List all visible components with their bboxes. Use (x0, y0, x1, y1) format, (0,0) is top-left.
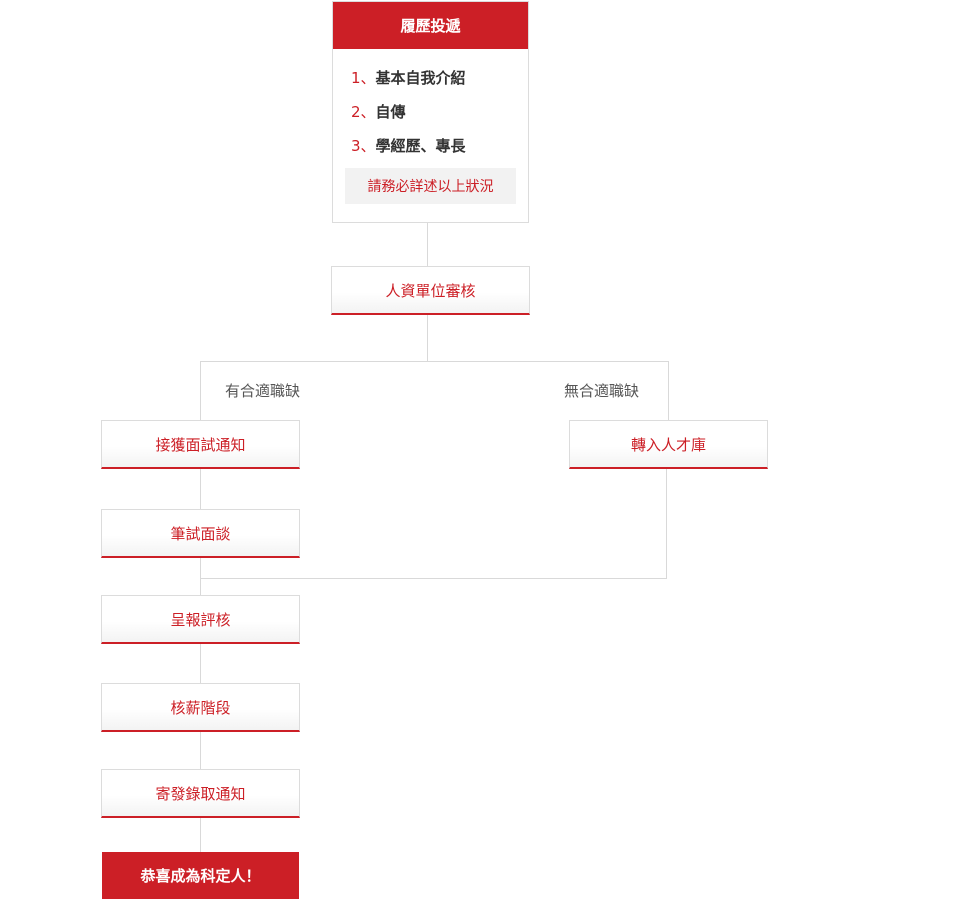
resume-note: 請務必詳述以上狀況 (345, 168, 516, 204)
resume-item-number: 3、 (351, 137, 376, 155)
connector-branch-horizontal (200, 361, 669, 362)
connector-pool-return (200, 578, 667, 579)
resume-item: 1、基本自我介紹 (351, 66, 528, 100)
final-node: 恭喜成為科定人！ (102, 852, 299, 899)
resume-item: 3、學經歷、專長 (351, 134, 528, 168)
connector-resume-to-review (427, 223, 428, 266)
hr-review-node: 人資單位審核 (331, 266, 530, 315)
step-offer-notice: 寄發錄取通知 (101, 769, 300, 818)
connector-step1-step2 (200, 469, 201, 509)
connector-step5-final (200, 818, 201, 852)
talent-pool-node: 轉入人才庫 (569, 420, 768, 469)
resume-item-label: 自傳 (375, 103, 406, 121)
resume-title: 履歷投遞 (333, 2, 528, 49)
branch-label-yes: 有合適職缺 (225, 382, 301, 400)
resume-card: 履歷投遞 1、基本自我介紹 2、自傳 3、學經歷、專長 請務必詳述以上狀況 (332, 1, 529, 223)
resume-item: 2、自傳 (351, 100, 528, 134)
resume-item-label: 學經歷、專長 (375, 137, 466, 155)
connector-pool-down (666, 469, 667, 579)
connector-branch-left (200, 361, 201, 420)
resume-item-number: 2、 (351, 103, 376, 121)
step-report-review: 呈報評核 (101, 595, 300, 644)
connector-branch-right (668, 361, 669, 420)
connector-step3-step4 (200, 644, 201, 683)
step-interview-notice: 接獲面試通知 (101, 420, 300, 469)
step-salary-stage: 核薪階段 (101, 683, 300, 732)
step-written-interview: 筆試面談 (101, 509, 300, 558)
resume-requirements: 1、基本自我介紹 2、自傳 3、學經歷、專長 (333, 49, 528, 168)
resume-item-number: 1、 (351, 69, 376, 87)
connector-step4-step5 (200, 732, 201, 769)
connector-review-down (427, 315, 428, 361)
connector-step2-step3 (200, 558, 201, 595)
branch-label-no: 無合適職缺 (564, 382, 640, 400)
resume-item-label: 基本自我介紹 (375, 69, 466, 87)
